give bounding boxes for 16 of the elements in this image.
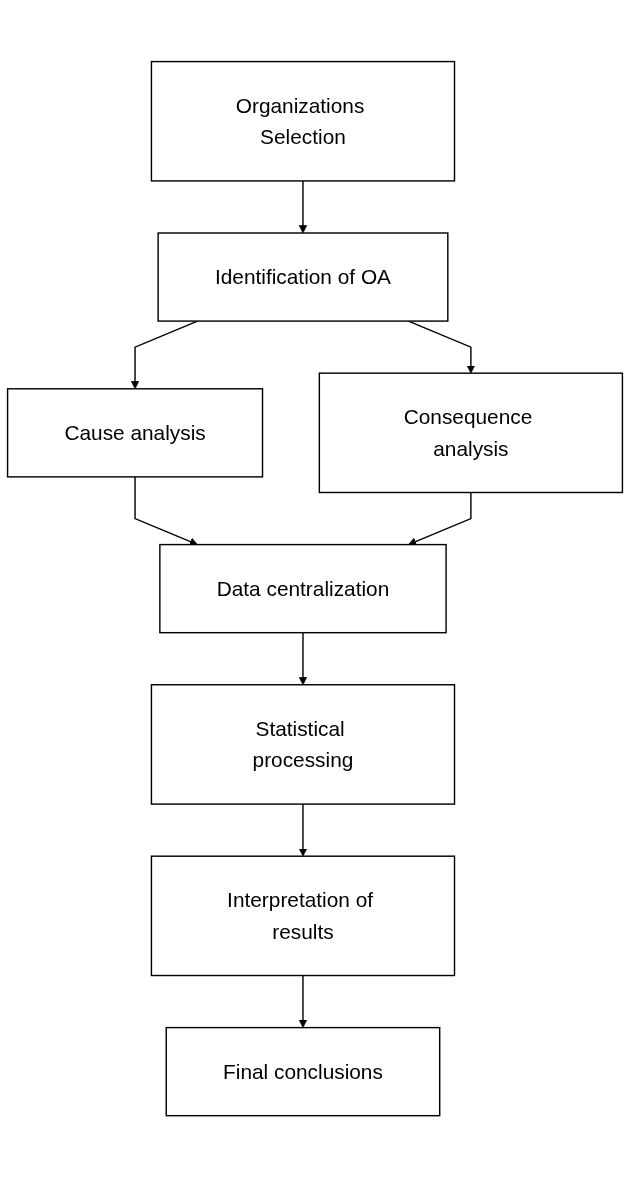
- arrow: [407, 320, 476, 374]
- node-box: Statistical processing: [150, 683, 456, 805]
- node-box: Final conclusions: [165, 1026, 441, 1117]
- arrow: [298, 180, 308, 234]
- arrow: [298, 803, 308, 857]
- node-box: Organizations Selection: [150, 60, 456, 182]
- arrow: [408, 491, 472, 546]
- node-box: Consequence analysis: [318, 372, 624, 494]
- arrow: [298, 631, 308, 685]
- arrow: [298, 974, 308, 1028]
- node-box: Identification of OA: [157, 232, 449, 322]
- node-box: Data centralization: [159, 543, 447, 634]
- arrow: [134, 476, 198, 546]
- arrow: [130, 320, 199, 390]
- node-box: Interpretation of results: [150, 855, 456, 977]
- node-box: Cause analysis: [6, 387, 264, 478]
